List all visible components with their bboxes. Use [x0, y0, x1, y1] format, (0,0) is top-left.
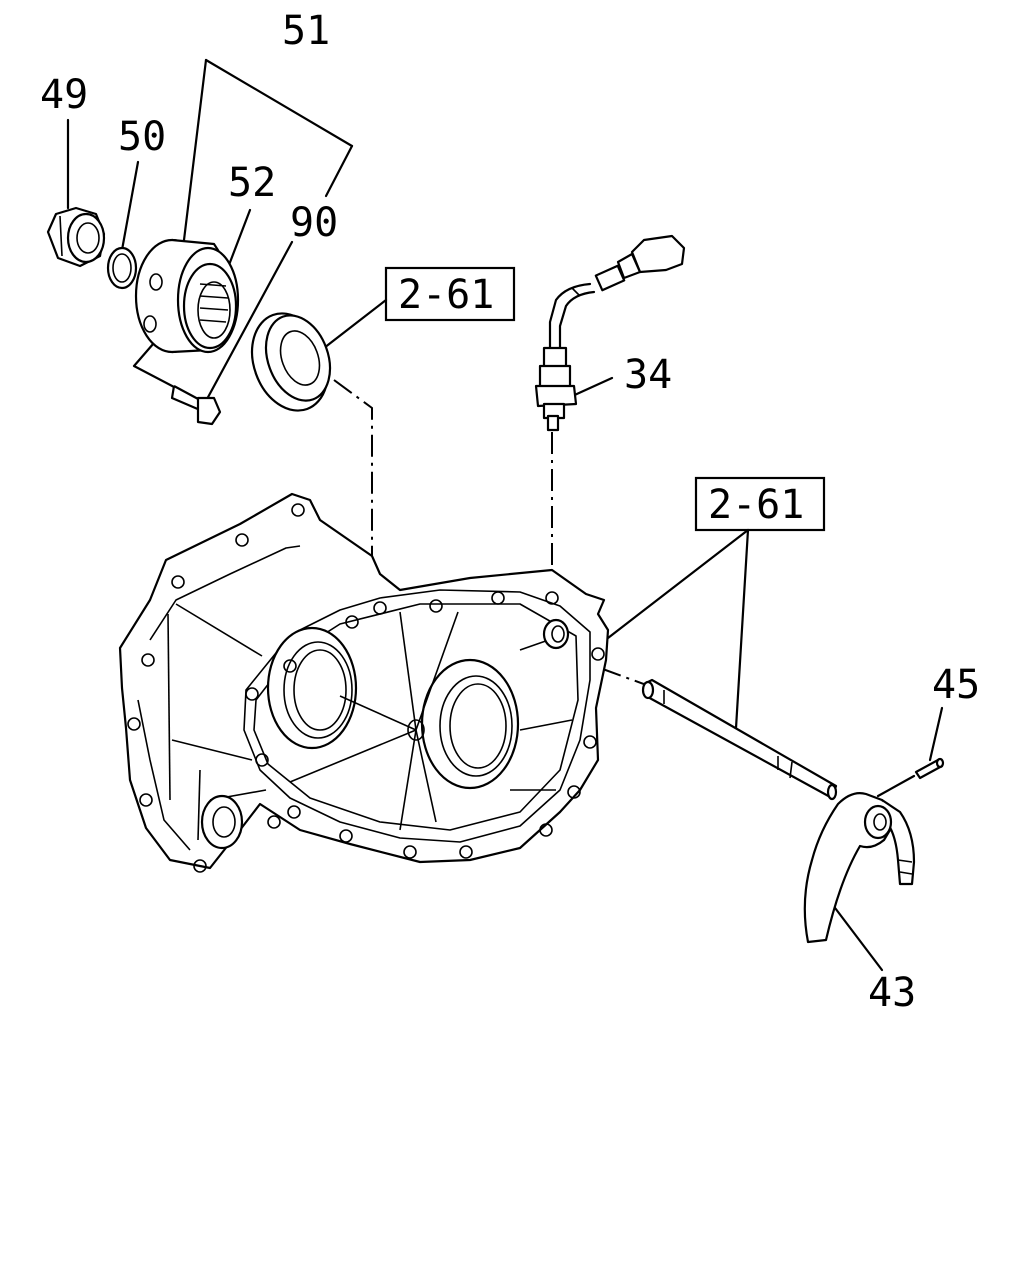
reference-label: 2-61	[398, 272, 494, 318]
callout-45[interactable]: 45	[932, 662, 980, 708]
shift-fork-part-43[interactable]	[803, 792, 916, 944]
bolt-part-90[interactable]	[170, 385, 222, 426]
callout-50[interactable]: 50	[118, 114, 166, 160]
callout-90[interactable]: 90	[290, 200, 338, 246]
shift-shaft[interactable]	[641, 678, 838, 801]
reference-label: 2-61	[708, 482, 804, 528]
sensor-switch-part-34[interactable]	[534, 234, 686, 432]
callout-52[interactable]: 52	[228, 160, 276, 206]
o-ring-part-50[interactable]	[106, 246, 138, 290]
nut-part-49[interactable]	[46, 206, 106, 268]
transfer-case-housing[interactable]	[118, 492, 610, 873]
oil-seal[interactable]	[239, 303, 341, 422]
flange-part-51[interactable]	[134, 238, 240, 354]
callout-51[interactable]: 51	[282, 8, 330, 54]
pin-part-45[interactable]	[914, 757, 945, 780]
callout-49[interactable]: 49	[40, 72, 88, 118]
callout-43[interactable]: 43	[868, 970, 916, 1016]
reference-box-right[interactable]: 2-61	[694, 476, 826, 532]
callout-34[interactable]: 34	[624, 352, 672, 398]
reference-box-top[interactable]: 2-61	[384, 266, 516, 322]
